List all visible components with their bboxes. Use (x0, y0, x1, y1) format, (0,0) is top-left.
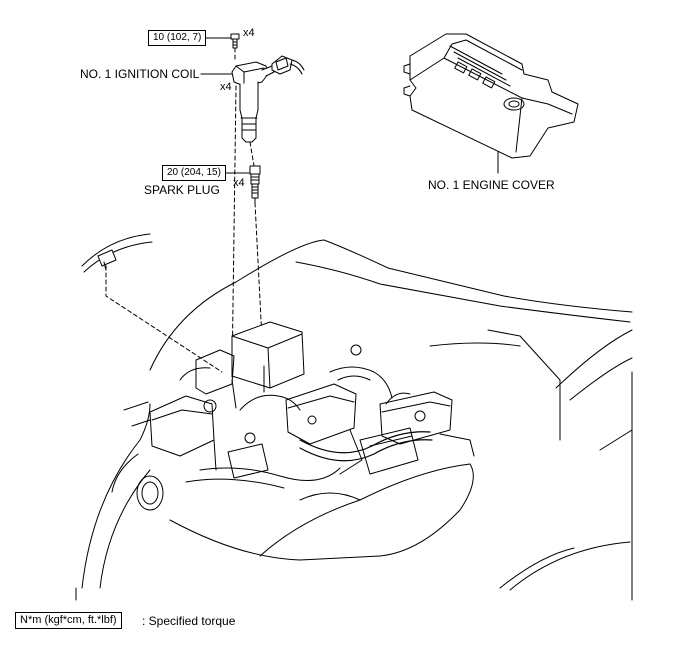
ignition-coil-quantity: x4 (220, 81, 232, 93)
ignition-coil-illustration (231, 61, 275, 143)
spark-plug-torque-value: 20 (204, 15) (167, 167, 221, 178)
coil-connector-illustration (271, 55, 305, 75)
bolt-quantity: x4 (243, 27, 255, 39)
installation-guide-lines (105, 47, 265, 379)
vehicle-engine-bay-illustration (75, 239, 633, 601)
legend-description: : Specified torque (142, 614, 236, 628)
bolt-torque-value: 10 (102, 7) (153, 32, 202, 43)
legend-symbol-text: N*m (kgf*cm, ft.*lbf) (20, 614, 117, 626)
bolt-torque-box: 10 (102, 7) (148, 30, 207, 46)
ignition-coil-label: NO. 1 IGNITION COIL (80, 67, 200, 81)
spark-plug-label: SPARK PLUG (144, 183, 220, 197)
spark-plug-illustration (249, 165, 261, 204)
engine-cover-illustration (403, 33, 579, 159)
spark-plug-quantity: x4 (233, 177, 245, 189)
legend-torque-symbol: N*m (kgf*cm, ft.*lbf) (15, 612, 122, 629)
engine-cover-label: NO. 1 ENGINE COVER (428, 178, 555, 192)
spark-plug-torque-box: 20 (204, 15) (162, 165, 226, 181)
wire-harness-illustration (81, 233, 153, 273)
bolt-illustration (230, 33, 240, 49)
